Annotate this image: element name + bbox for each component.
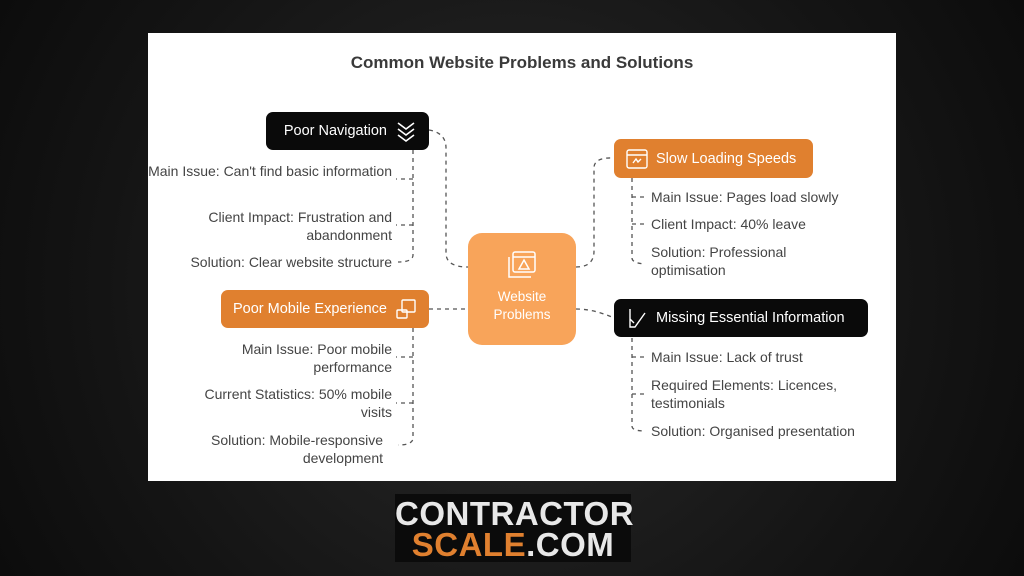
node-label: Slow Loading Speeds — [656, 150, 797, 167]
node-slow-loading-speeds: Slow Loading Speeds — [614, 139, 813, 178]
connector-lines — [396, 129, 646, 446]
center-label-2: Problems — [493, 307, 551, 322]
node-label: Poor Mobile Experience — [233, 301, 387, 317]
contractorscale-logo: CONTRACTOR SCALE.COM — [395, 494, 635, 563]
list-item: Main Issue: Lack of trust — [651, 349, 803, 365]
center-node: Website Problems — [468, 233, 576, 345]
warning-window-icon — [508, 251, 536, 278]
logo-scale: SCALE — [411, 526, 527, 563]
browser-speed-icon — [626, 148, 648, 169]
list-item: Client Impact: Frustration and abandonme… — [208, 209, 392, 243]
list-item: Main Issue: Can't find basic information — [148, 163, 392, 179]
list-item: Client Impact: 40% leave — [651, 216, 806, 232]
pen-document-icon — [629, 309, 646, 328]
node-poor-navigation: Poor Navigation — [266, 112, 429, 150]
center-label-1: Website — [497, 289, 547, 304]
list-item: Main Issue: Pages load slowly — [651, 189, 839, 205]
node-label: Missing Essential Information — [656, 310, 845, 326]
list-item: Solution: Clear website structure — [190, 254, 392, 270]
diagram-title: Common Website Problems and Solutions — [350, 53, 694, 72]
list-item: Solution: Mobile-responsive development — [211, 432, 383, 466]
list-item: Solution: Professional optimisation — [651, 244, 787, 278]
chevrons-down-icon — [397, 122, 415, 142]
list-item: Current Statistics: 50% mobile visits — [204, 386, 392, 420]
node-missing-essential-information: Missing Essential Information — [614, 299, 868, 337]
list-item: Solution: Organised presentation — [651, 423, 855, 439]
node-label: Poor Navigation — [283, 123, 387, 139]
list-item: Required Elements: Licences, testimonial… — [651, 377, 837, 411]
list-item: Main Issue: Poor mobile performance — [241, 341, 392, 375]
logo-com: .COM — [526, 526, 615, 563]
devices-icon — [396, 299, 416, 319]
logo-line-1: CONTRACTOR — [395, 495, 635, 532]
diagram-card: Common Website Problems and Solutions We… — [148, 33, 896, 481]
node-poor-mobile-experience: Poor Mobile Experience — [221, 290, 429, 328]
